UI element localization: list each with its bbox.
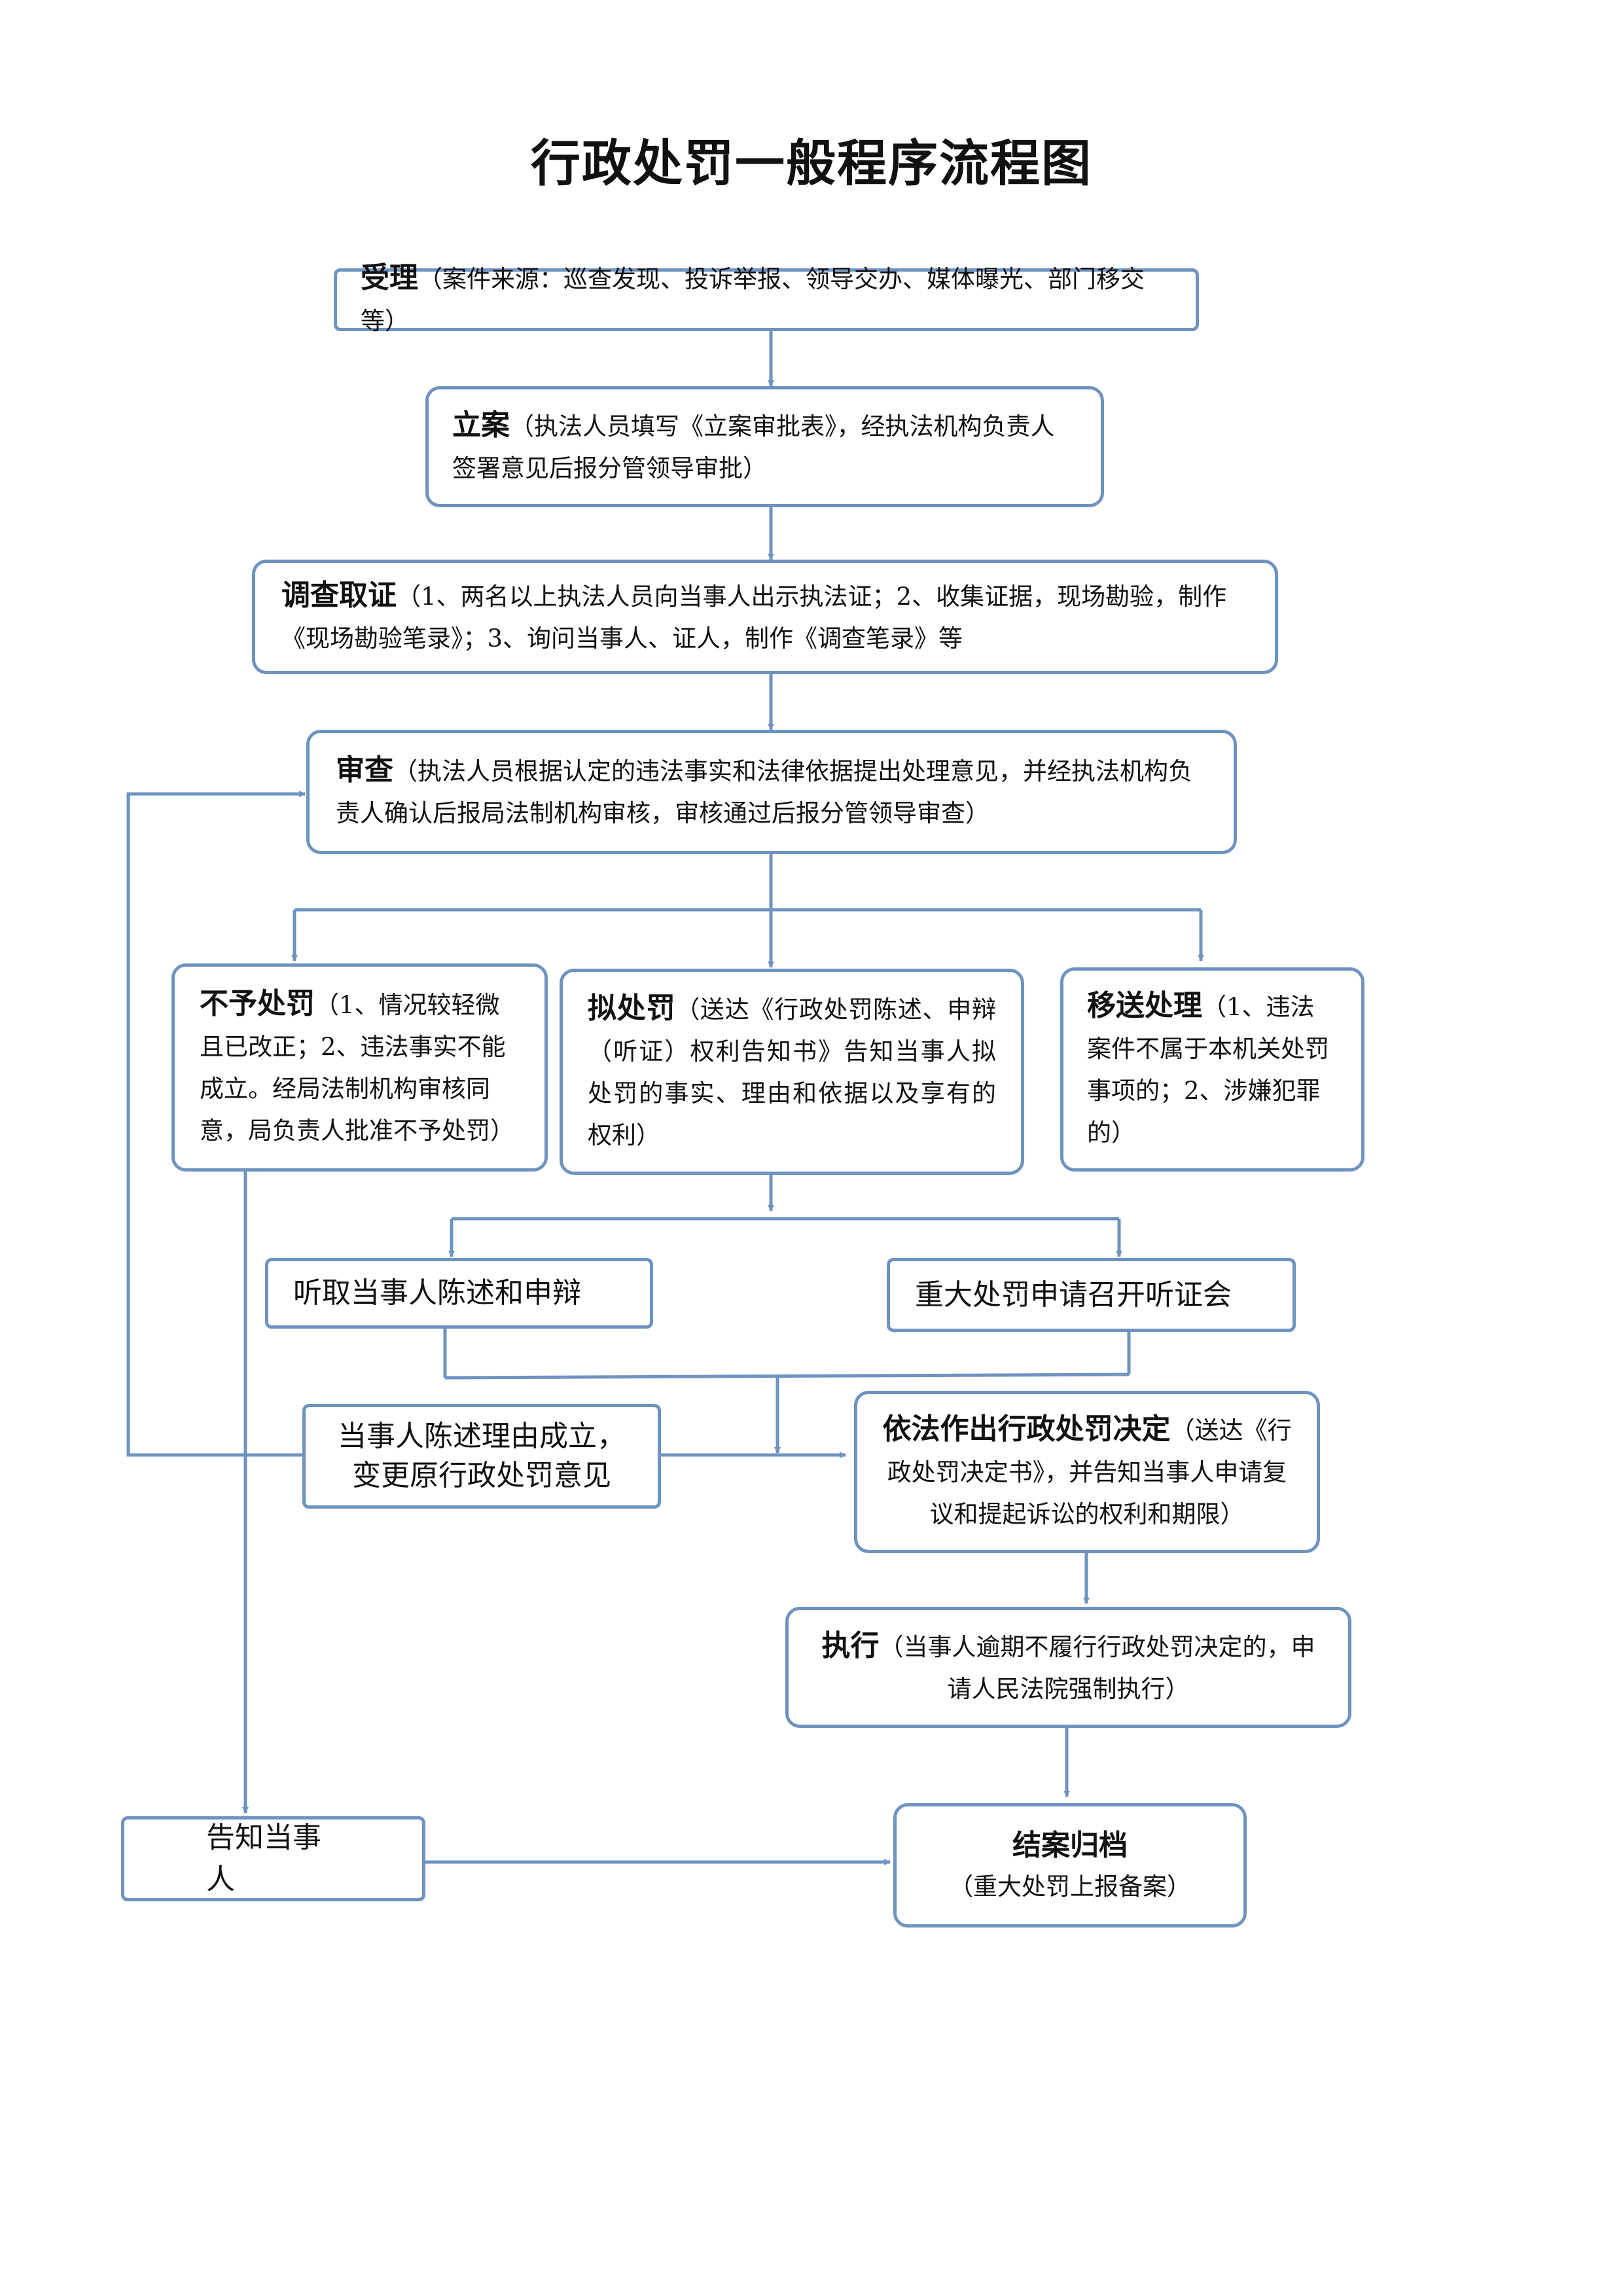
node-transfer-lead: 移送处理 bbox=[1087, 989, 1202, 1022]
node-notify-label: 告知当事人 bbox=[206, 1821, 321, 1896]
node-archive: 结案归档 （重大处罚上报备案） bbox=[893, 1803, 1247, 1928]
node-review-detail: （执法人员根据认定的违法事实和法律依据提出处理意见，并经执法机构负责人确认后报局… bbox=[336, 757, 1192, 827]
node-archive-detail: （重大处罚上报备案） bbox=[949, 1873, 1191, 1901]
node-execute: 执行（当事人逾期不履行行政处罚决定的，申请人民法院强制执行） bbox=[785, 1607, 1351, 1728]
page-title: 行政处罚一般程序流程图 bbox=[531, 134, 1092, 192]
node-notify: 告知当事人 bbox=[121, 1816, 425, 1901]
node-investigate: 调查取证（1、两名以上执法人员向当事人出示执法证；2、收集证据，现场勘验，制作《… bbox=[252, 560, 1278, 674]
node-proposed-lead: 拟处罚 bbox=[588, 991, 676, 1025]
node-filing: 立案（执法人员填写《立案审批表》，经执法机构负责人签署意见后报分管领导审批） bbox=[425, 386, 1104, 507]
node-accept-detail: （案件来源：巡查发现、投诉举报、领导交办、媒体曝光、部门移交等） bbox=[361, 265, 1145, 335]
node-filing-lead: 立案 bbox=[452, 408, 510, 442]
line-merge-horizontal bbox=[444, 1372, 1130, 1380]
node-review: 审查（执法人员根据认定的违法事实和法律依据提出处理意见，并经执法机构负责人确认后… bbox=[306, 730, 1237, 854]
node-accept-lead: 受理 bbox=[361, 261, 418, 295]
node-archive-lead: 结案归档 bbox=[1012, 1829, 1128, 1862]
node-hearing: 重大处罚申请召开听证会 bbox=[887, 1258, 1296, 1332]
node-change: 当事人陈述理由成立，变更原行政处罚意见 bbox=[302, 1404, 661, 1509]
node-transfer-detail: （1、违法案件不属于本机关处罚事项的；2、涉嫌犯罪的） bbox=[1087, 993, 1329, 1147]
node-hearing-label: 重大处罚申请召开听证会 bbox=[915, 1278, 1232, 1312]
node-decision: 依法作出行政处罚决定（送达《行政处罚决定书》，并告知当事人申请复议和提起诉讼的权… bbox=[854, 1391, 1320, 1553]
node-execute-detail: （当事人逾期不履行行政处罚决定的，申请人民法院强制执行） bbox=[879, 1632, 1315, 1703]
node-investigate-lead: 调查取证 bbox=[281, 578, 397, 612]
node-transfer: 移送处理（1、违法案件不属于本机关处罚事项的；2、涉嫌犯罪的） bbox=[1060, 967, 1364, 1172]
node-decision-detail: （送达《行政处罚决定书》，并告知当事人申请复议和提起诉讼的权利和期限） bbox=[887, 1416, 1292, 1528]
node-decision-lead: 依法作出行政处罚决定 bbox=[882, 1412, 1171, 1446]
node-filing-detail: （执法人员填写《立案审批表》，经执法机构负责人签署意见后报分管领导审批） bbox=[452, 412, 1055, 482]
node-investigate-detail: （1、两名以上执法人员向当事人出示执法证；2、收集证据，现场勘验，制作《现场勘验… bbox=[281, 582, 1227, 653]
node-no-penalty-detail: （1、情况较轻微且已改正；2、违法事实不能成立。经局法制机构审核同意，局负责人批… bbox=[200, 991, 514, 1145]
node-proposed-detail: （送达《行政处罚陈述、申辩（听证）权利告知书》告知当事人拟处罚的事实、理由和依据… bbox=[588, 995, 997, 1149]
node-no-penalty: 不予处罚（1、情况较轻微且已改正；2、违法事实不能成立。经局法制机构审核同意，局… bbox=[171, 963, 548, 1172]
node-review-lead: 审查 bbox=[336, 753, 393, 787]
node-no-penalty-lead: 不予处罚 bbox=[200, 987, 315, 1020]
node-execute-lead: 执行 bbox=[821, 1628, 880, 1662]
node-hear-statement-label: 听取当事人陈述和申辩 bbox=[293, 1276, 581, 1310]
node-proposed: 拟处罚（送达《行政处罚陈述、申辩（听证）权利告知书》告知当事人拟处罚的事实、理由… bbox=[560, 969, 1024, 1175]
node-change-label: 当事人陈述理由成立，变更原行政处罚意见 bbox=[338, 1420, 626, 1492]
node-accept: 受理（案件来源：巡查发现、投诉举报、领导交办、媒体曝光、部门移交等） bbox=[334, 261, 1199, 335]
node-hear-statement: 听取当事人陈述和申辩 bbox=[265, 1258, 653, 1329]
arrow-change-back-review bbox=[126, 791, 306, 1457]
